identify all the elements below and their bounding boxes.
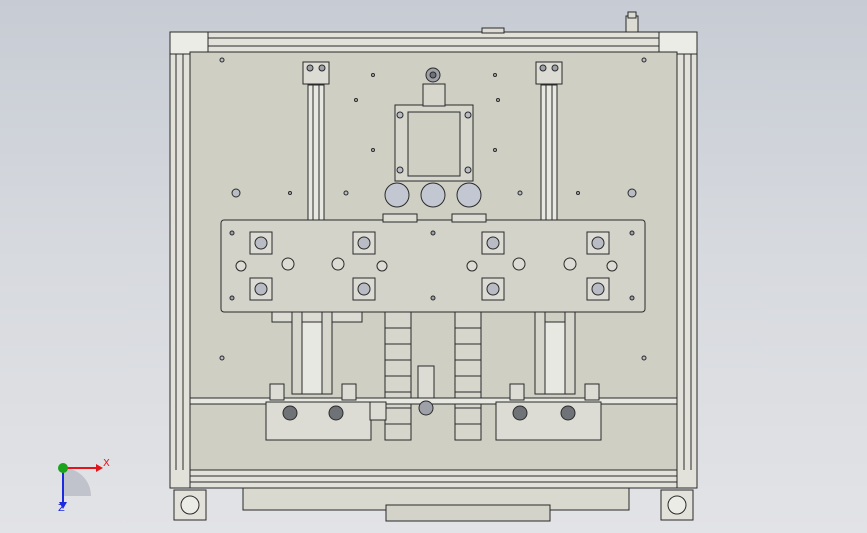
frame-right-post bbox=[676, 31, 698, 489]
gripper-assembly-left bbox=[265, 383, 372, 441]
bearing-holes bbox=[384, 182, 482, 208]
frame-left-post bbox=[169, 31, 191, 489]
frame-top-rail bbox=[169, 31, 698, 53]
gripper-assembly-right bbox=[495, 383, 602, 441]
corner-bracket-tl bbox=[169, 31, 209, 55]
carriage-plate bbox=[220, 213, 646, 323]
guide-rod-left bbox=[302, 61, 330, 221]
base-foot-block bbox=[385, 504, 551, 522]
motor-mount-assembly bbox=[394, 67, 474, 182]
center-coupling bbox=[369, 365, 435, 421]
triad-z-label: Z bbox=[58, 503, 65, 514]
cable-chain-left bbox=[384, 311, 412, 441]
cable-chain-right bbox=[454, 311, 482, 441]
linear-slides bbox=[291, 311, 576, 395]
leveling-foot-left bbox=[173, 489, 207, 521]
coordinate-triad-icon bbox=[58, 463, 103, 509]
triad-x-label: X bbox=[103, 458, 110, 469]
horizontal-shaft bbox=[189, 397, 678, 405]
clamp-units bbox=[235, 231, 618, 301]
guide-rod-right bbox=[535, 61, 563, 221]
corner-bracket-tr bbox=[658, 31, 698, 55]
leveling-foot-right bbox=[660, 489, 694, 521]
frame-bottom-rail bbox=[169, 469, 698, 489]
top-handle bbox=[481, 27, 505, 34]
